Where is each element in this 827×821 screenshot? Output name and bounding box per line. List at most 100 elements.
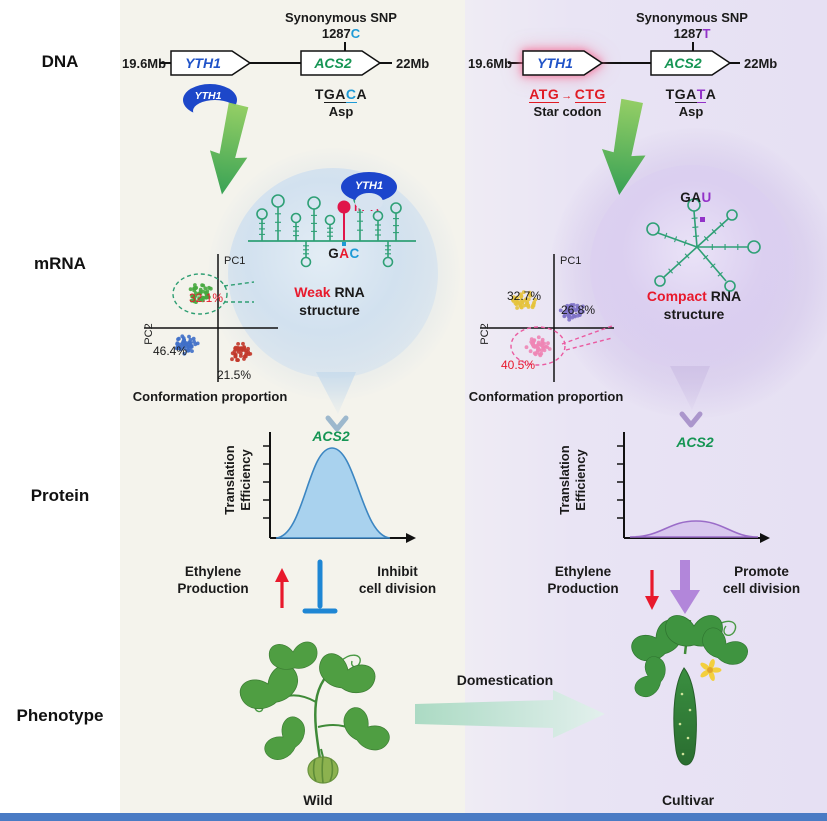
wild-codon-snp: C xyxy=(345,86,357,103)
wild-rna-codon-snp: C xyxy=(349,246,360,261)
wild-pc1-label: PC1 xyxy=(224,255,245,267)
cultivar-effect-label: Promote cell division xyxy=(704,564,819,598)
wild-structure-rest: RNA xyxy=(334,284,365,300)
cultivar-translation-chart xyxy=(617,432,770,543)
wild-pct-left: 46.4% xyxy=(152,344,188,358)
scatter-cluster xyxy=(524,335,552,358)
domestication-label: Domestication xyxy=(456,672,554,688)
wild-coord-start: 19.6Mb xyxy=(122,56,167,71)
footer-accent-bar xyxy=(0,813,827,821)
wild-yth1-protein-label: YTH1 xyxy=(195,90,222,102)
wild-acs2-gene-box: ACS2 xyxy=(300,50,382,76)
cultivar-pct-bottom: 40.5% xyxy=(500,358,536,372)
cultivar-codon-mid: GA xyxy=(674,86,697,103)
wild-rna-bubble xyxy=(228,168,438,378)
wild-snp-tick xyxy=(344,42,346,52)
cultivar-effect-line1: Promote xyxy=(734,564,789,579)
scatter-cluster xyxy=(188,283,213,304)
cultivar-genome-track xyxy=(508,62,740,64)
wild-dna-to-mrna-arrow xyxy=(209,102,249,195)
wild-yth1-gene-box: YTH1 xyxy=(170,50,252,76)
wild-plant-illustration xyxy=(239,641,390,784)
cultivar-ethylene-line1: Ethylene xyxy=(554,564,612,579)
wild-chart-gene-label: ACS2 xyxy=(312,428,350,444)
wild-codon-pre: T xyxy=(314,86,324,102)
cultivar-snp-position: 1287 xyxy=(673,26,703,41)
wild-yth1-protein-icon: YTH1 xyxy=(183,84,237,120)
wild-te-axis-label: Translation Efficiency xyxy=(222,420,258,540)
row-label-protein: Protein xyxy=(30,486,90,505)
cultivar-pct-top: 32.7% xyxy=(506,289,542,303)
cultivar-codon: TGATA xyxy=(650,86,732,103)
cultivar-amino-acid: Asp xyxy=(678,104,704,119)
wild-pca-caption: Conformation proportion xyxy=(132,389,288,404)
wild-yth1-reader-label: YTH1 xyxy=(355,180,383,192)
cultivar-codon-post: A xyxy=(705,86,717,102)
wild-snp-title: Synonymous SNP xyxy=(285,10,397,25)
wild-structure-line2: structure xyxy=(299,301,360,318)
wild-te-axis-line1: Translation xyxy=(222,445,237,515)
wild-snp-position: 1287 xyxy=(321,26,351,41)
wild-pca-overlay: PC1 PC2 xyxy=(143,255,245,345)
row-label-dna: DNA xyxy=(41,52,79,71)
wild-codon-mid: GA xyxy=(323,86,346,103)
cultivar-coord-start: 19.6Mb xyxy=(468,56,513,71)
cultivar-te-axis-line1: Translation xyxy=(557,445,572,515)
cultivar-snp-tick xyxy=(692,42,694,52)
cultivar-start-codon-arrow: → xyxy=(561,90,573,102)
row-label-phenotype: Phenotype xyxy=(16,706,104,725)
wild-snp-allele-label: 1287C xyxy=(281,26,401,41)
cultivar-coord-end: 22Mb xyxy=(744,56,778,71)
wild-inhibit-icon xyxy=(302,559,338,614)
wild-rna-codon-g: G xyxy=(328,246,340,261)
wild-structure-label: Weak RNA structure xyxy=(262,284,397,319)
cultivar-pca-caption: Conformation proportion xyxy=(468,389,624,404)
cultivar-promote-arrow-icon xyxy=(670,560,700,614)
cultivar-flower-icon xyxy=(700,659,722,681)
wild-codon: TGACA xyxy=(300,86,382,103)
wild-pc2-label: PC2 xyxy=(143,323,155,344)
cultivar-structure-word: Compact xyxy=(646,288,707,304)
wild-acs2-gene-label: ACS2 xyxy=(313,55,352,71)
cultivar-snp-allele: T xyxy=(702,26,711,41)
wild-rna-codon: GAC xyxy=(312,246,376,261)
cultivar-acs2-gene-label: ACS2 xyxy=(663,55,702,71)
cultivar-rna-codon: GAU xyxy=(664,190,728,205)
wild-genome-track xyxy=(160,62,392,64)
wild-te-axis-line2: Efficiency xyxy=(237,449,253,511)
wild-ethylene-label: Ethylene Production xyxy=(158,564,268,598)
cultivar-start-codon-from: ATG xyxy=(529,86,560,103)
scatter-cluster xyxy=(558,303,585,322)
cultivar-start-codon-to: CTG xyxy=(574,86,606,103)
wild-bubble-tail-arrow xyxy=(316,372,356,432)
wild-translation-chart xyxy=(263,432,416,543)
wild-ethylene-line2: Production xyxy=(177,580,249,596)
wild-pca-callout-lines xyxy=(223,281,255,303)
cultivar-structure-rest: RNA xyxy=(710,288,742,304)
cultivar-pca-callout-lines xyxy=(561,325,613,351)
wild-amino-acid: Asp xyxy=(328,104,354,119)
scatter-cluster xyxy=(511,290,537,310)
cultivar-pca-plot: PC1 PC2 xyxy=(479,254,614,382)
cultivar-snp-title: Synonymous SNP xyxy=(636,10,748,25)
cultivar-start-codon: ATG→CTG xyxy=(505,86,630,103)
row-label-mrna: mRNA xyxy=(34,254,86,273)
wild-coord-end: 22Mb xyxy=(396,56,430,71)
cultivar-pc1-label: PC1 xyxy=(560,255,581,267)
cultivar-rna-codon-snp: U xyxy=(701,190,712,205)
wild-snp-allele: C xyxy=(350,26,361,41)
wild-effect-line2: cell division xyxy=(358,580,437,596)
wild-effect-line1: Inhibit xyxy=(377,564,418,579)
snp-site-mark xyxy=(342,242,346,246)
cultivar-codon-pre: T xyxy=(665,86,675,102)
cultivar-ethylene-line2: Production xyxy=(547,580,619,596)
wild-ethylene-line1: Ethylene xyxy=(184,564,242,579)
wild-pct-bottom: 21.5% xyxy=(216,368,252,382)
domestication-arrow xyxy=(415,690,605,738)
cultivar-pc2-label: PC2 xyxy=(479,323,491,344)
cultivar-acs2-gene-box: ACS2 xyxy=(650,50,732,76)
cultivar-effect-line2: cell division xyxy=(722,580,801,596)
cultivar-plant-illustration xyxy=(631,615,748,766)
wild-structure-word: Weak xyxy=(294,284,331,300)
